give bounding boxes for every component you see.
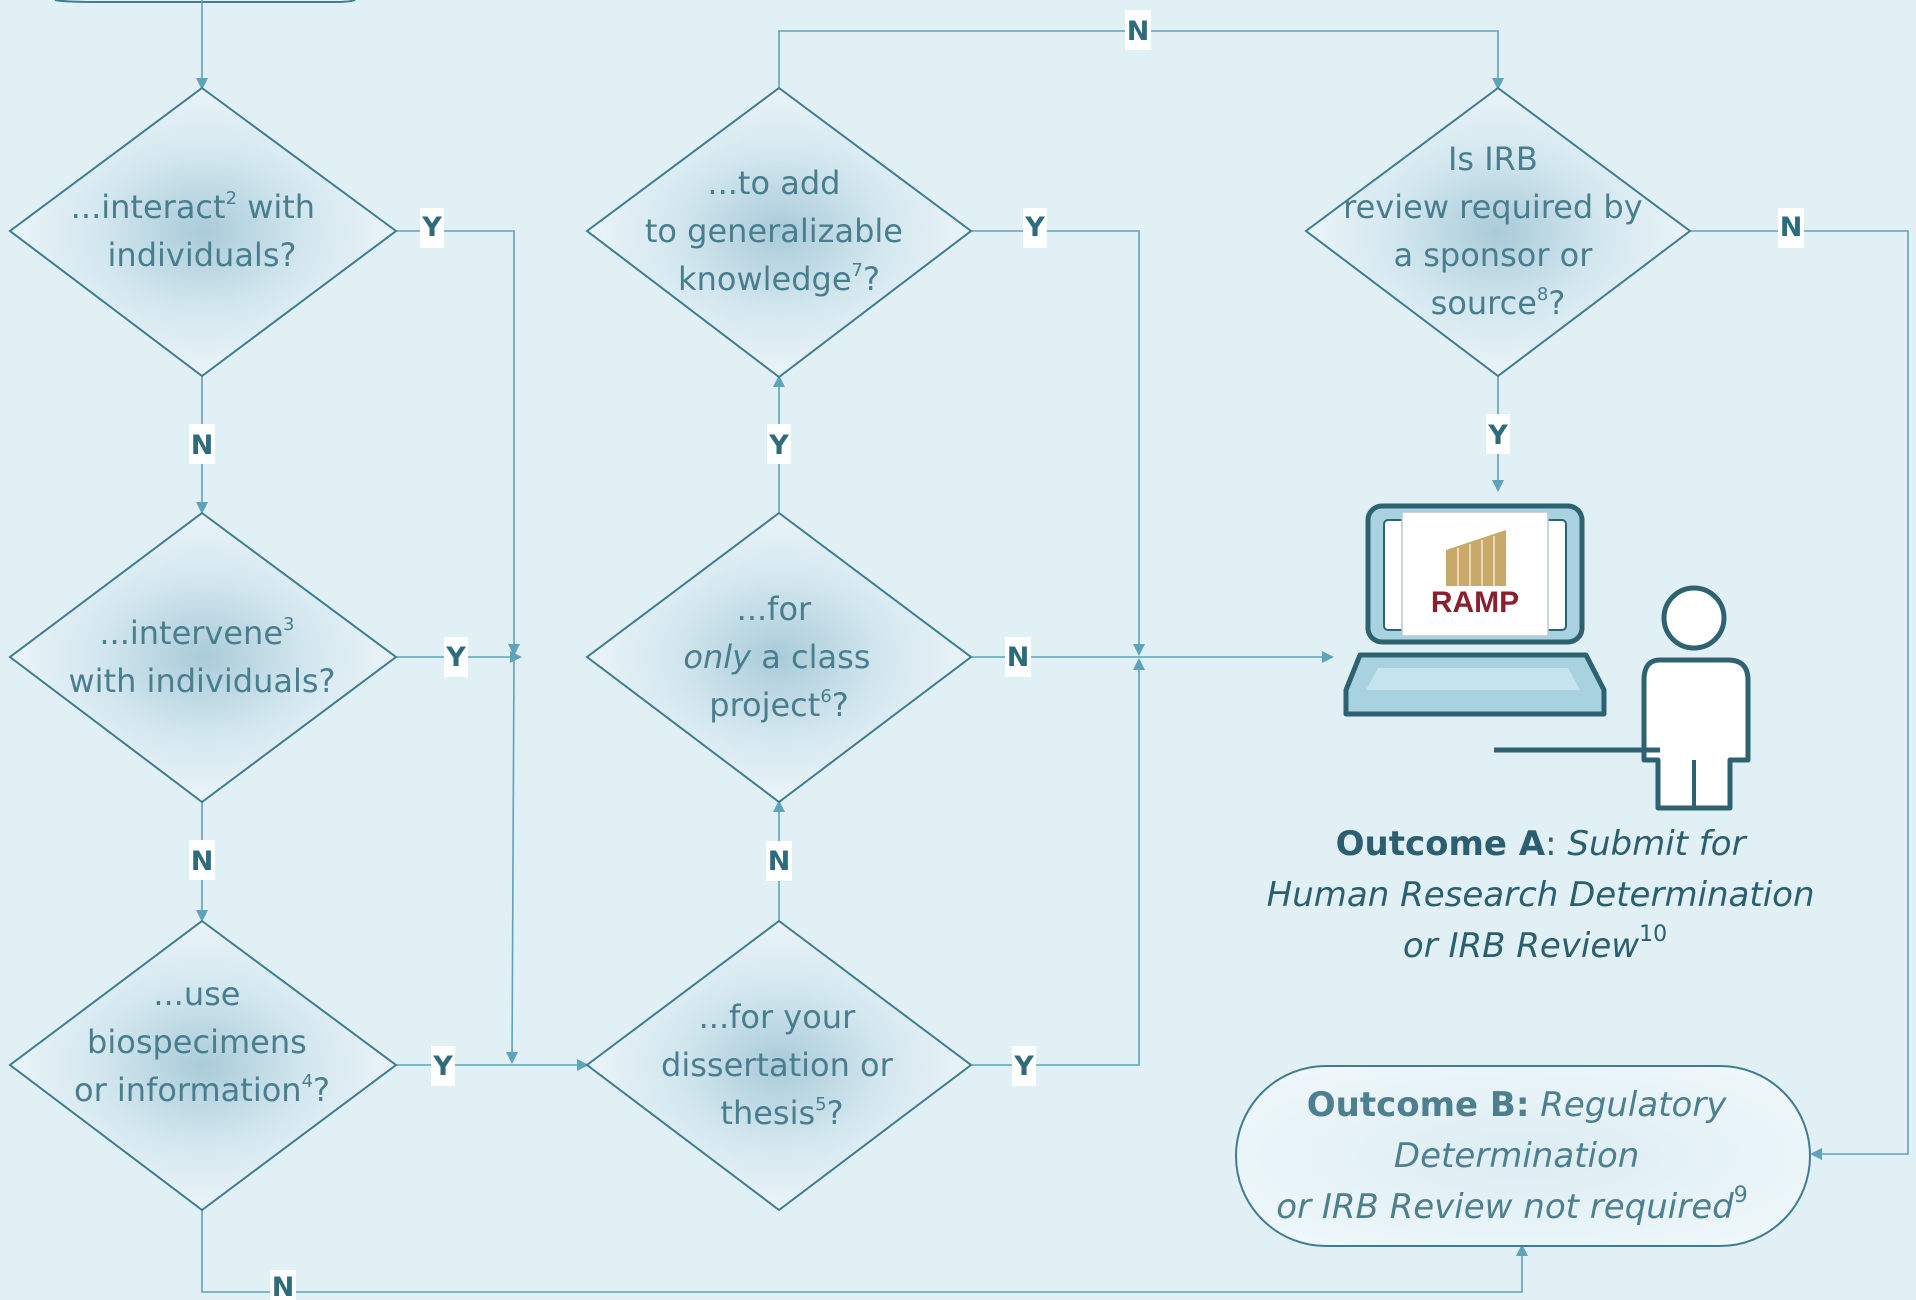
laptop-icon xyxy=(1343,503,1607,717)
svg-text:...interact2 with indivi: ...interact2 with individuals? xyxy=(71,188,326,274)
svg-text:Y: Y xyxy=(1487,420,1508,451)
label-dissertation-n: N xyxy=(766,841,792,881)
svg-text:N: N xyxy=(272,1272,295,1300)
label-intervene-n: N xyxy=(189,840,215,880)
label-class-y: Y xyxy=(767,424,791,464)
decision-generalizable: ...to add to generalizable knowledge7? xyxy=(585,86,973,379)
decision-class-project: ...for only a class project6? xyxy=(585,511,973,804)
svg-text:Y: Y xyxy=(432,1051,453,1082)
svg-text:Outcome B: Regulatory De: Outcome B: Regulatory Determination or I… xyxy=(1276,1085,1747,1227)
svg-text:...use biospecimens: ...use biospecimens or information4? xyxy=(74,975,330,1109)
branch-labels: Y N Y N Y N Y N N Y Y N Y N xyxy=(189,10,1804,1300)
svg-text:N: N xyxy=(191,430,214,461)
label-interact-y: Y xyxy=(420,208,444,248)
label-interact-n: N xyxy=(189,424,215,464)
svg-text:N: N xyxy=(191,846,214,877)
label-generalize-y: Y xyxy=(1023,208,1047,248)
label-intervene-y: Y xyxy=(444,637,468,677)
svg-text:...for only a class: ...for only a class project6? xyxy=(683,590,880,724)
start-box-fragment xyxy=(54,0,356,3)
svg-text:N: N xyxy=(768,846,791,877)
svg-text:N: N xyxy=(1127,16,1150,47)
svg-text:Y: Y xyxy=(1013,1051,1034,1082)
label-class-n: N xyxy=(1005,637,1031,677)
decision-interact: ...interact2 with individuals? xyxy=(8,86,398,378)
svg-text:Outcome A: Submit for Hu: Outcome A: Submit for Human Research Det… xyxy=(1267,824,1826,966)
outcome-b: Outcome B: Regulatory Determination or I… xyxy=(1235,1065,1811,1247)
svg-text:Y: Y xyxy=(445,642,466,673)
outcome-a: Outcome A: Submit for Human Research Det… xyxy=(1267,824,1826,966)
label-irb-y: Y xyxy=(1486,414,1510,454)
label-irb-n: N xyxy=(1778,208,1804,248)
svg-text:N: N xyxy=(1780,212,1803,243)
label-use-bio-n: N xyxy=(270,1270,296,1300)
svg-text:Y: Y xyxy=(421,212,442,243)
svg-text:Y: Y xyxy=(768,430,789,461)
label-dissertation-y: Y xyxy=(1012,1046,1036,1086)
decision-irb-required: Is IRB review required by a sponsor or s… xyxy=(1304,86,1692,378)
person-icon xyxy=(1494,585,1751,811)
svg-text:RAMP: RAMP xyxy=(1431,586,1519,619)
decision-dissertation: ...for your dissertation or thesis5? xyxy=(585,919,973,1212)
decision-use-biospecimens: ...use biospecimens or information4? xyxy=(8,919,398,1212)
svg-text:Y: Y xyxy=(1024,212,1045,243)
label-use-bio-y: Y xyxy=(431,1046,455,1086)
svg-text:...to add to generalizab: ...to add to generalizable knowledge7? xyxy=(645,164,913,298)
svg-text:...intervene3 with indiv: ...intervene3 with individuals? xyxy=(68,600,335,700)
ramp-logo: RAMP xyxy=(1431,530,1519,619)
svg-text:N: N xyxy=(1007,642,1030,673)
svg-text:Is IRB review required b: Is IRB review required by a sponsor or s… xyxy=(1343,140,1653,322)
svg-text:...for your dissertation: ...for your dissertation or thesis5? xyxy=(661,998,903,1132)
decision-intervene: ...intervene3 with individuals? xyxy=(8,511,398,804)
label-generalize-n: N xyxy=(1125,10,1151,50)
